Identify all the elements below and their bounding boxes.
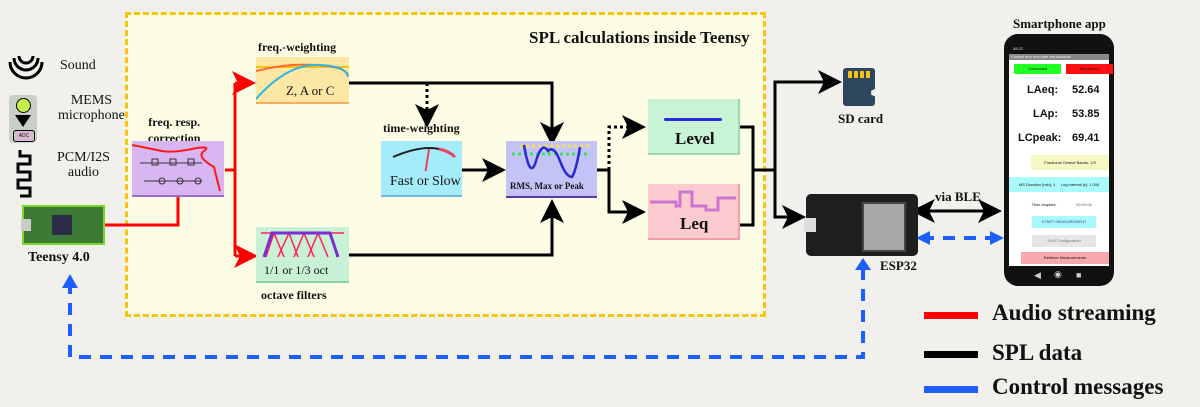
detector-options: RMS, Max or Peak [510, 181, 584, 191]
measurement-settings-field[interactable]: MS Duration [min]: 1 Log interval [s]: 1… [1009, 177, 1109, 192]
legend-control-swatch [924, 386, 978, 393]
adc-label: ADC [13, 130, 35, 142]
connected-button[interactable]: Connected [1014, 64, 1061, 74]
teensy-area-title: SPL calculations inside Teensy [529, 28, 750, 47]
leq-step-icon [650, 190, 736, 212]
mems-microphone-icon: ADC [9, 95, 37, 143]
ms-duration-text: MS Duration [min]: 1 [1018, 182, 1056, 187]
time-weighting-options: Fast or Slow [390, 174, 461, 189]
legend-spl-label: SPL data [992, 340, 1083, 365]
slm-configuration-button[interactable]: SLM Configuration [1032, 235, 1096, 247]
esp32-board-image [804, 194, 918, 256]
home-icon[interactable]: ◉ [1054, 269, 1062, 279]
lap-label: LAp: [1033, 108, 1059, 120]
time-elapsed-label: Time elapsed: [1031, 202, 1057, 207]
spl-wires [349, 70, 1002, 257]
status-bar: 08:22 [1009, 46, 1109, 54]
leq-block: Leq [648, 184, 740, 240]
freq-resp-correction-block [131, 141, 224, 197]
level-block: Level [648, 99, 740, 155]
sound-label: Sound [60, 58, 96, 73]
freq-weighting-block: Z, A or C [256, 57, 349, 104]
level-label: Level [675, 129, 715, 148]
level-bar-icon [664, 118, 722, 121]
octave-filters-label: octave filters [261, 288, 327, 302]
fractional-bands-field[interactable]: Fractional Octave Bands: 1/3 [1031, 155, 1109, 170]
teensy-label: Teensy 4.0 [28, 250, 90, 265]
legend-spl-swatch [924, 351, 978, 358]
time-weighting-label: time-weighting [383, 121, 460, 135]
mems-label: MEMS microphone [58, 93, 125, 123]
lcpeak-label: LCpeak: [1018, 132, 1062, 144]
sd-card-label: SD card [838, 111, 884, 126]
time-weighting-block: Fast or Slow [381, 141, 462, 197]
weighting-curves-icon [256, 63, 349, 100]
teensy-board-image [21, 205, 105, 245]
control-arrowhead-esp32 [855, 258, 871, 270]
app-bar-title: Control and real-time visualization [1009, 54, 1109, 60]
octave-options: 1/1 or 1/3 oct [264, 263, 329, 277]
retrieve-measurements-button[interactable]: Retrieve Measurements [1021, 252, 1109, 264]
lap-value: 53.85 [1072, 108, 1100, 120]
freq-weighting-label: freq.-weighting [258, 40, 337, 54]
ble-label: via BLE [935, 189, 981, 204]
laeq-label: LAeq: [1027, 84, 1059, 96]
control-arrowhead-right [990, 231, 1004, 245]
android-nav-bar: ◀ ◉ ■ [1004, 266, 1114, 286]
freq-weighting-options: Z, A or C [286, 83, 335, 98]
control-arrowhead-left [916, 231, 930, 245]
smartphone-frame: 08:22 Control and real-time visualizatio… [1004, 34, 1114, 286]
start-measurement-button[interactable]: START MEASUREMENT [1032, 216, 1096, 228]
octave-filters-block: 1/1 or 1/3 oct [256, 227, 349, 283]
control-wires [68, 236, 996, 359]
sd-card-icon [843, 68, 875, 106]
esp32-label: ESP32 [880, 258, 917, 273]
detector-waveform-icon [512, 144, 592, 179]
legend-audio-label: Audio streaming [992, 300, 1156, 325]
back-icon[interactable]: ◀ [1034, 270, 1041, 280]
vu-meter-icon [392, 147, 457, 171]
legend-audio-swatch [924, 312, 978, 319]
lcpeak-value: 69.41 [1072, 132, 1100, 144]
detector-block: RMS, Max or Peak [506, 141, 597, 198]
pcm-label: PCM/I2S audio [57, 150, 110, 180]
legend-control-label: Control messages [992, 374, 1164, 399]
pcm-signal-icon [16, 150, 32, 198]
recents-icon[interactable]: ■ [1076, 270, 1082, 280]
disconnect-button[interactable]: Disconnect [1066, 64, 1113, 74]
log-interval-text: Log interval [s]: 1.000 [1060, 182, 1100, 187]
leq-label: Leq [680, 214, 709, 233]
laeq-value: 52.64 [1072, 84, 1100, 96]
smartphone-title: Smartphone app [1013, 16, 1106, 31]
control-arrowhead-teensy [62, 274, 78, 288]
filter-bank-icon [261, 230, 344, 258]
frequency-response-curve-icon [131, 144, 221, 192]
sound-icon [8, 55, 44, 80]
smartphone-screen: 08:22 Control and real-time visualizatio… [1009, 46, 1113, 266]
time-elapsed-value: 00:00:08 [1076, 202, 1092, 207]
